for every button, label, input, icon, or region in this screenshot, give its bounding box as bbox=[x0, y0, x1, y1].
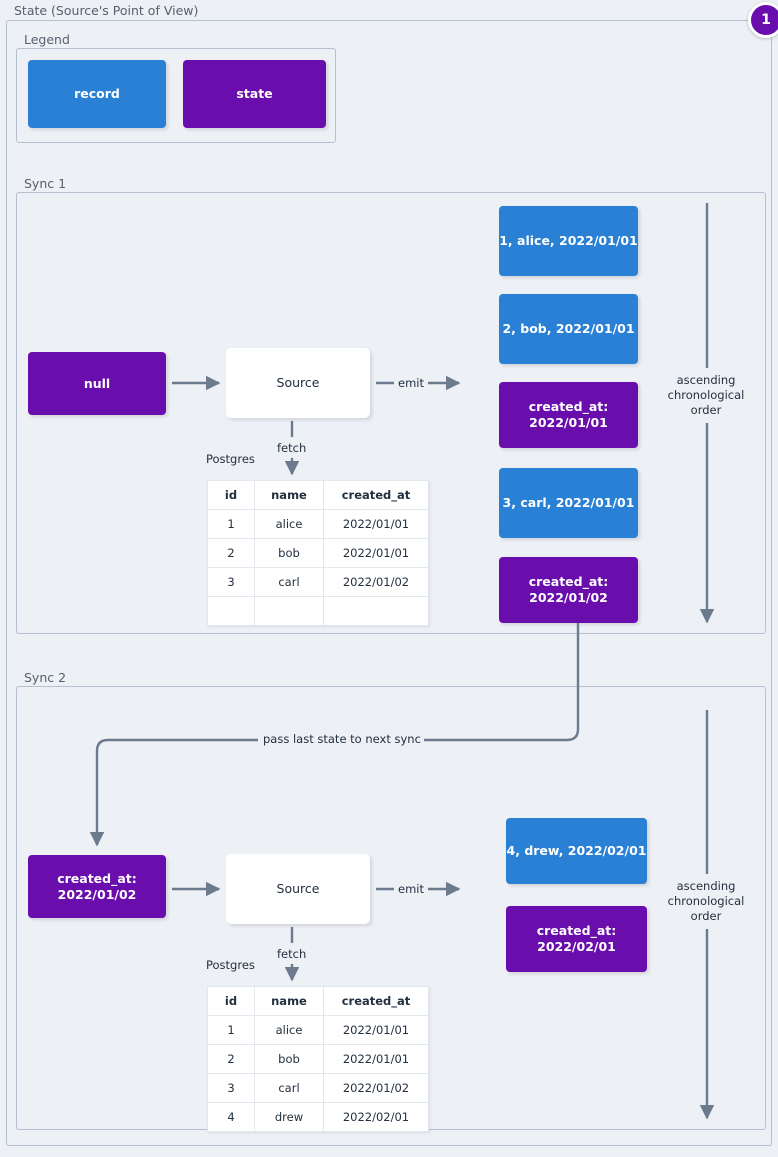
sync-1-emitted-state-1: created_at: 2022/01/01 bbox=[499, 382, 638, 448]
sync-1-panel bbox=[16, 192, 766, 634]
column-header-created-at: created_at bbox=[323, 986, 429, 1016]
sync-2-emitted-state-1-key: created_at: bbox=[536, 923, 617, 938]
pass-state-label: pass last state to next sync bbox=[260, 732, 424, 746]
table-row-empty bbox=[207, 596, 429, 626]
cell-name: alice bbox=[254, 509, 324, 539]
table-header-row: id name created_at bbox=[207, 986, 429, 1016]
sync-2-source-label: Source bbox=[276, 881, 320, 896]
table-row: 4 drew 2022/02/01 bbox=[207, 1102, 429, 1132]
sync-2-fetch-label: fetch bbox=[277, 947, 307, 961]
sync-1-source-node: Source bbox=[226, 348, 370, 418]
sync-1-emitted-record-3: 3, carl, 2022/01/01 bbox=[499, 468, 638, 538]
table-header-row: id name created_at bbox=[207, 480, 429, 510]
sync-2-emitted-record-1-label: 4, drew, 2022/02/01 bbox=[506, 843, 647, 858]
sync-2-input-state-node: created_at: 2022/01/02 bbox=[28, 855, 166, 918]
sync-2-postgres-caption: Postgres bbox=[206, 958, 255, 972]
legend-swatch-record-label: record bbox=[74, 86, 120, 101]
sync-1-emitted-record-2: 2, bob, 2022/01/01 bbox=[499, 294, 638, 364]
cell-id: 3 bbox=[207, 567, 255, 597]
cell-name: bob bbox=[254, 1044, 324, 1074]
legend-swatch-state: state bbox=[183, 60, 326, 128]
cell-id: 1 bbox=[207, 509, 255, 539]
sync-1-postgres-table: id name created_at 1 alice 2022/01/01 2 … bbox=[207, 480, 429, 626]
sync-1-emitted-state-1-value: 2022/01/01 bbox=[529, 415, 608, 430]
column-header-name: name bbox=[254, 986, 324, 1016]
table-row: 3 carl 2022/01/02 bbox=[207, 1073, 429, 1103]
cell-name: alice bbox=[254, 1015, 324, 1045]
cell-id: 2 bbox=[207, 538, 255, 568]
sync-1-emitted-state-2-value: 2022/01/02 bbox=[529, 590, 608, 605]
sync-1-emitted-record-2-label: 2, bob, 2022/01/01 bbox=[502, 321, 635, 336]
cell-created-at: 2022/01/02 bbox=[323, 1073, 429, 1103]
sync-1-emitted-record-3-label: 3, carl, 2022/01/01 bbox=[502, 495, 635, 510]
sync-2-emitted-state-1-value: 2022/02/01 bbox=[537, 939, 616, 954]
state-diagram-frame bbox=[6, 20, 772, 1146]
cell-created-at: 2022/02/01 bbox=[323, 1102, 429, 1132]
legend-title: Legend bbox=[20, 33, 74, 47]
column-header-name: name bbox=[254, 480, 324, 510]
cell-name: bob bbox=[254, 538, 324, 568]
cell-id: 4 bbox=[207, 1102, 255, 1132]
sync-2-emitted-state-1: created_at: 2022/02/01 bbox=[506, 906, 647, 972]
cell-id: 2 bbox=[207, 1044, 255, 1074]
sync-2-postgres-table: id name created_at 1 alice 2022/01/01 2 … bbox=[207, 986, 429, 1132]
cell-name: drew bbox=[254, 1102, 324, 1132]
sync-2-order-annotation: ascending chronological order bbox=[663, 879, 749, 924]
cell-name: carl bbox=[254, 567, 324, 597]
column-header-created-at: created_at bbox=[323, 480, 429, 510]
sync-2-emit-label: emit bbox=[398, 882, 424, 896]
column-header-id: id bbox=[207, 480, 255, 510]
cell-name: carl bbox=[254, 1073, 324, 1103]
cell-created-at: 2022/01/01 bbox=[323, 538, 429, 568]
sync-1-emit-label: emit bbox=[398, 376, 424, 390]
cell-created-at: 2022/01/01 bbox=[323, 1044, 429, 1074]
step-badge[interactable]: 1 bbox=[748, 2, 778, 38]
sync-1-emitted-state-2: created_at: 2022/01/02 bbox=[499, 557, 638, 623]
legend-swatch-record: record bbox=[28, 60, 166, 128]
sync-1-emitted-state-1-key: created_at: bbox=[528, 399, 609, 414]
cell-id: 3 bbox=[207, 1073, 255, 1103]
sync-1-source-label: Source bbox=[276, 375, 320, 390]
legend-panel bbox=[16, 48, 336, 143]
sync-1-emitted-state-2-key: created_at: bbox=[528, 574, 609, 589]
table-row: 1 alice 2022/01/01 bbox=[207, 1015, 429, 1045]
cell-created-at bbox=[323, 596, 429, 626]
sync-2-source-node: Source bbox=[226, 854, 370, 924]
sync-1-order-annotation: ascending chronological order bbox=[663, 373, 749, 418]
sync-1-input-state-label: null bbox=[83, 375, 111, 391]
sync-2-emitted-record-1: 4, drew, 2022/02/01 bbox=[506, 818, 647, 884]
cell-id bbox=[207, 596, 255, 626]
sync-1-emitted-record-1-label: 1, alice, 2022/01/01 bbox=[499, 233, 638, 248]
sync-2-input-state-key: created_at: bbox=[57, 870, 137, 886]
table-row: 2 bob 2022/01/01 bbox=[207, 1044, 429, 1074]
column-header-id: id bbox=[207, 986, 255, 1016]
cell-created-at: 2022/01/02 bbox=[323, 567, 429, 597]
sync-1-title: Sync 1 bbox=[20, 177, 71, 191]
table-row: 2 bob 2022/01/01 bbox=[207, 538, 429, 568]
table-row: 1 alice 2022/01/01 bbox=[207, 509, 429, 539]
page-title: State (Source's Point of View) bbox=[10, 4, 203, 18]
sync-1-fetch-label: fetch bbox=[277, 441, 307, 455]
legend-swatch-state-label: state bbox=[236, 86, 273, 101]
cell-name bbox=[254, 596, 324, 626]
sync-1-postgres-caption: Postgres bbox=[206, 452, 255, 466]
sync-2-title: Sync 2 bbox=[20, 671, 71, 685]
sync-1-emitted-record-1: 1, alice, 2022/01/01 bbox=[499, 206, 638, 276]
sync-1-input-state-node: null bbox=[28, 352, 166, 415]
cell-created-at: 2022/01/01 bbox=[323, 509, 429, 539]
cell-id: 1 bbox=[207, 1015, 255, 1045]
sync-2-input-state-value: 2022/01/02 bbox=[57, 886, 137, 902]
table-row: 3 carl 2022/01/02 bbox=[207, 567, 429, 597]
cell-created-at: 2022/01/01 bbox=[323, 1015, 429, 1045]
